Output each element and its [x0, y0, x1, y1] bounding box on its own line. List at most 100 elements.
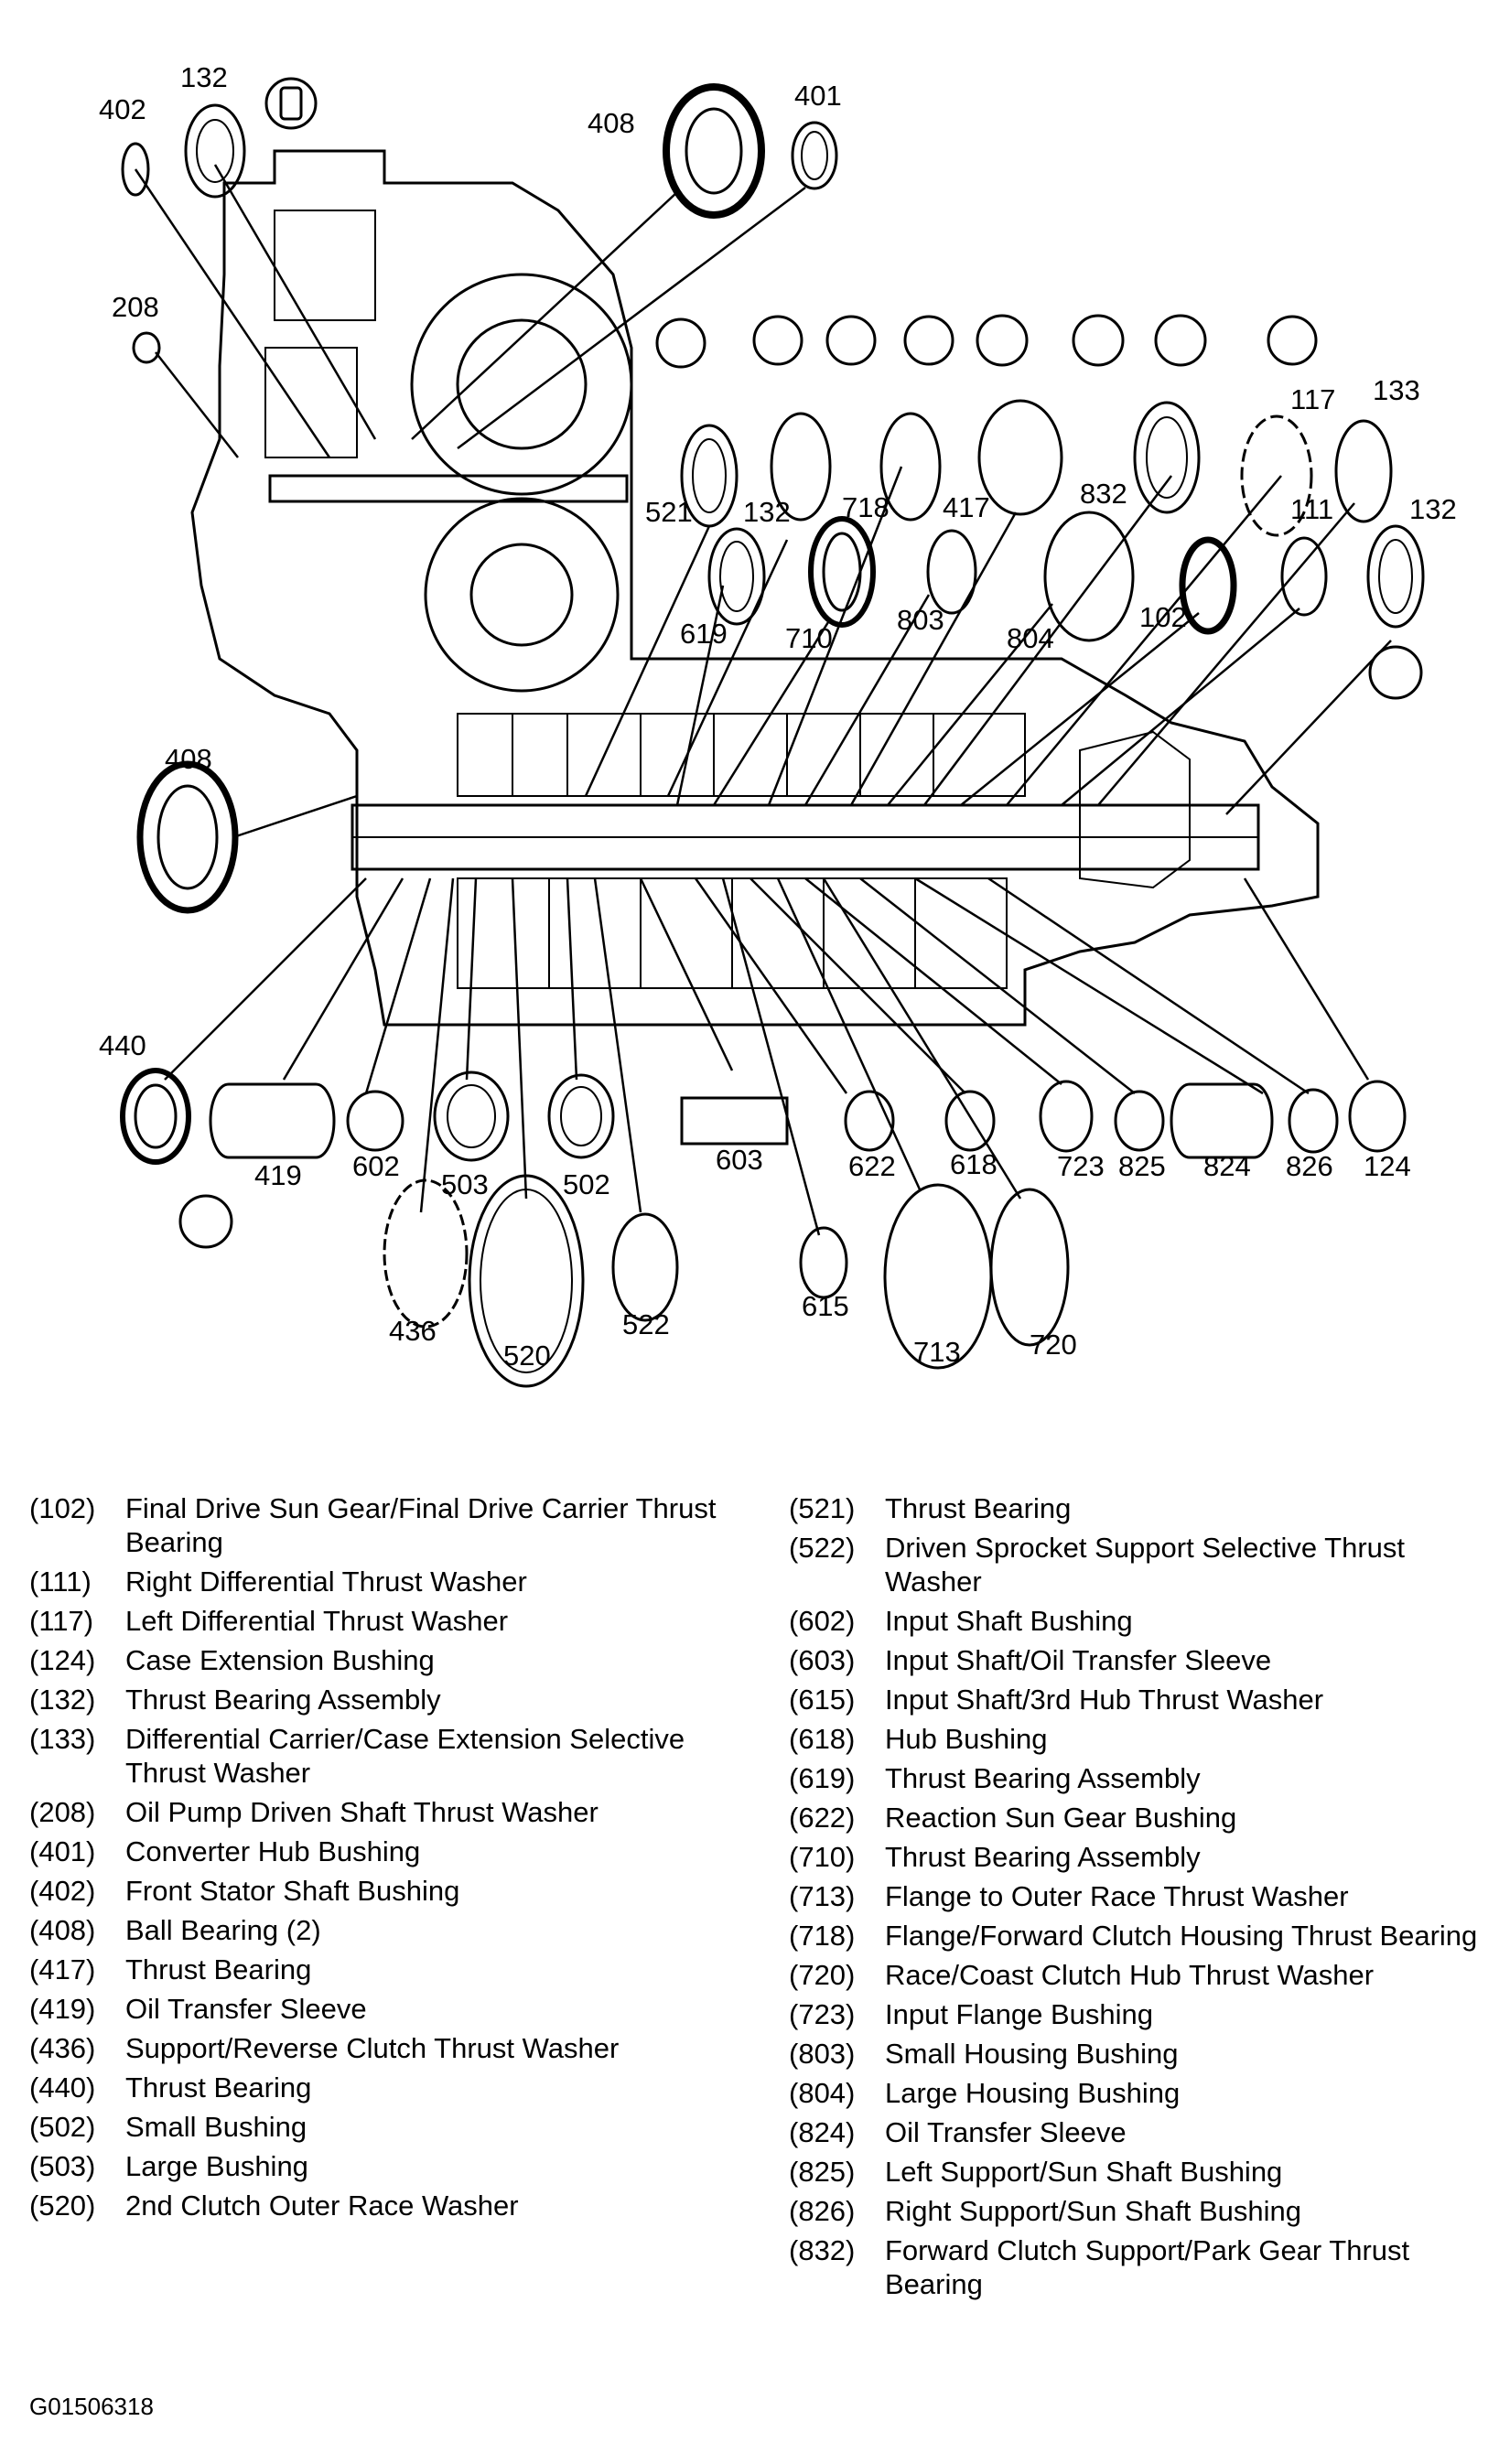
bushing-icon-832 [976, 314, 1029, 367]
legend-item: (417) Thrust Bearing [29, 1953, 752, 1986]
legend-code: (408) [29, 1914, 96, 1946]
legend-item: (502)Small Bushing [29, 2110, 752, 2144]
legend-item: (208) Oil Pump Driven Shaft Thrust Washer [29, 1795, 752, 1829]
callout-803: 803 [897, 604, 944, 636]
legend-desc: Race/Coast Clutch Hub Thrust Washer [885, 1959, 1375, 1991]
part-208 [132, 331, 161, 364]
part-401-inner [801, 131, 828, 180]
part-132-mid-inner [719, 541, 754, 612]
callout-603: 603 [716, 1144, 763, 1176]
part-401 [791, 121, 838, 190]
part-503 [433, 1071, 510, 1162]
bushing-icon-132-mid [752, 315, 803, 366]
legend-desc: Hub Bushing [885, 1723, 1048, 1755]
callout-408-top: 408 [588, 107, 635, 139]
part-419 [209, 1082, 336, 1159]
callout-124: 124 [1364, 1150, 1411, 1182]
legend-code: (603) [789, 1644, 856, 1676]
part-band-3 [977, 399, 1063, 516]
part-602 [346, 1090, 404, 1152]
legend-desc: Large Bushing [125, 2150, 308, 2182]
callout-832: 832 [1080, 478, 1127, 510]
legend-desc: Small Bushing [125, 2111, 307, 2143]
component-parts [120, 83, 1425, 1388]
callout-503: 503 [441, 1168, 489, 1200]
legend-item: (401)Converter Hub Bushing [29, 1835, 752, 1868]
exploded-view-diagram: 402 132 408 401 208 117 133 521 132 718 … [99, 61, 1457, 1388]
callout-618: 618 [950, 1148, 998, 1180]
legend-code: (803) [789, 2038, 856, 2070]
bushing-icons [178, 77, 1423, 1249]
legend-item: (124)Case Extension Bushing [29, 1643, 752, 1677]
legend-desc: Oil Pump Driven Shaft Thrust Washer [125, 1796, 599, 1828]
bushing-icon-117 [1267, 315, 1318, 366]
legend-desc: Thrust Bearing [885, 1492, 1072, 1524]
legend-code: (402) [29, 1875, 96, 1907]
part-117 [1240, 414, 1313, 537]
legend-desc: Oil Transfer Sleeve [125, 1993, 367, 2025]
part-132-right-inner [1378, 539, 1413, 614]
legend-desc: Flange to Outer Race Thrust Washer [885, 1880, 1349, 1912]
legend-code: (710) [789, 1841, 856, 1873]
legend-item: (615)Input Shaft/3rd Hub Thrust Washer [789, 1683, 1484, 1716]
part-440 [120, 1068, 191, 1165]
legend-code: (208) [29, 1796, 96, 1828]
legend-desc: Case Extension Bushing [125, 1644, 435, 1676]
legend-code: (521) [789, 1492, 856, 1524]
legend-desc: Oil Transfer Sleeve [885, 2116, 1127, 2148]
legend-desc: Large Housing Bushing [885, 2077, 1181, 2109]
callout-417: 417 [943, 491, 990, 523]
callout-402: 402 [99, 93, 146, 125]
part-521 [680, 424, 739, 528]
part-718 [808, 516, 876, 628]
legend-item: (803)Small Housing Bushing [789, 2037, 1484, 2071]
legend-desc: Thrust Bearing Assembly [885, 1762, 1201, 1794]
part-band-2 [879, 412, 942, 522]
callout-502: 502 [563, 1168, 610, 1200]
legend-code: (618) [789, 1723, 856, 1755]
bushing-icon-440 [178, 1194, 233, 1249]
callout-436: 436 [389, 1315, 437, 1347]
bushing-icon-132-right [1368, 645, 1423, 700]
legend-item: (622) Reaction Sun Gear Bushing [789, 1801, 1484, 1835]
legend-code: (417) [29, 1953, 96, 1985]
legend-code: (520) [29, 2190, 96, 2222]
legend-desc: Input Flange Bushing [885, 1998, 1153, 2030]
legend-code: (602) [789, 1605, 856, 1637]
part-124 [1348, 1080, 1407, 1153]
legend-code: (723) [789, 1998, 856, 2030]
legend-code: (132) [29, 1684, 96, 1716]
part-521-inner [692, 438, 727, 513]
legend-desc: Input Shaft/Oil Transfer Sleeve [885, 1644, 1272, 1676]
legend-code: (825) [789, 2156, 856, 2188]
legend-desc: Driven Sprocket Support Selective Thrust… [885, 1532, 1406, 1598]
legend-code: (622) [789, 1802, 856, 1834]
part-603 [680, 1096, 789, 1146]
legend-desc: Thrust Bearing Assembly [125, 1684, 441, 1716]
legend-desc: Converter Hub Bushing [125, 1835, 421, 1867]
legend-item: (133)Differential Carrier/Case Extension… [29, 1722, 752, 1790]
part-502-inner [560, 1086, 602, 1146]
legend-desc: Thrust Bearing [125, 1953, 312, 1985]
legend-item: (102)Final Drive Sun Gear/Final Drive Ca… [29, 1491, 752, 1559]
bushing-icon-417 [903, 315, 954, 366]
legend-item: (710)Thrust Bearing Assembly [789, 1840, 1484, 1874]
legend-code: (619) [789, 1762, 856, 1794]
legend-item: (619) Thrust Bearing Assembly [789, 1761, 1484, 1795]
part-615 [799, 1226, 848, 1299]
callout-826: 826 [1286, 1150, 1333, 1182]
part-436 [383, 1178, 469, 1329]
legend-code: (832) [789, 2234, 856, 2266]
part-720 [989, 1188, 1070, 1347]
callout-132-mid: 132 [743, 496, 791, 528]
legend-item: (521) Thrust Bearing [789, 1491, 1484, 1525]
callout-133: 133 [1373, 374, 1420, 406]
legend-code: (440) [29, 2071, 96, 2104]
figure-id: G01506318 [29, 2393, 154, 2420]
callout-615: 615 [802, 1290, 849, 1322]
callout-619: 619 [680, 618, 728, 650]
legend-right-column: (521)Thrust Bearing (522)Driven Sprocket… [789, 1491, 1484, 2307]
legend-code: (615) [789, 1684, 856, 1716]
legend-desc: Reaction Sun Gear Bushing [885, 1802, 1237, 1834]
callout-440: 440 [99, 1029, 146, 1061]
